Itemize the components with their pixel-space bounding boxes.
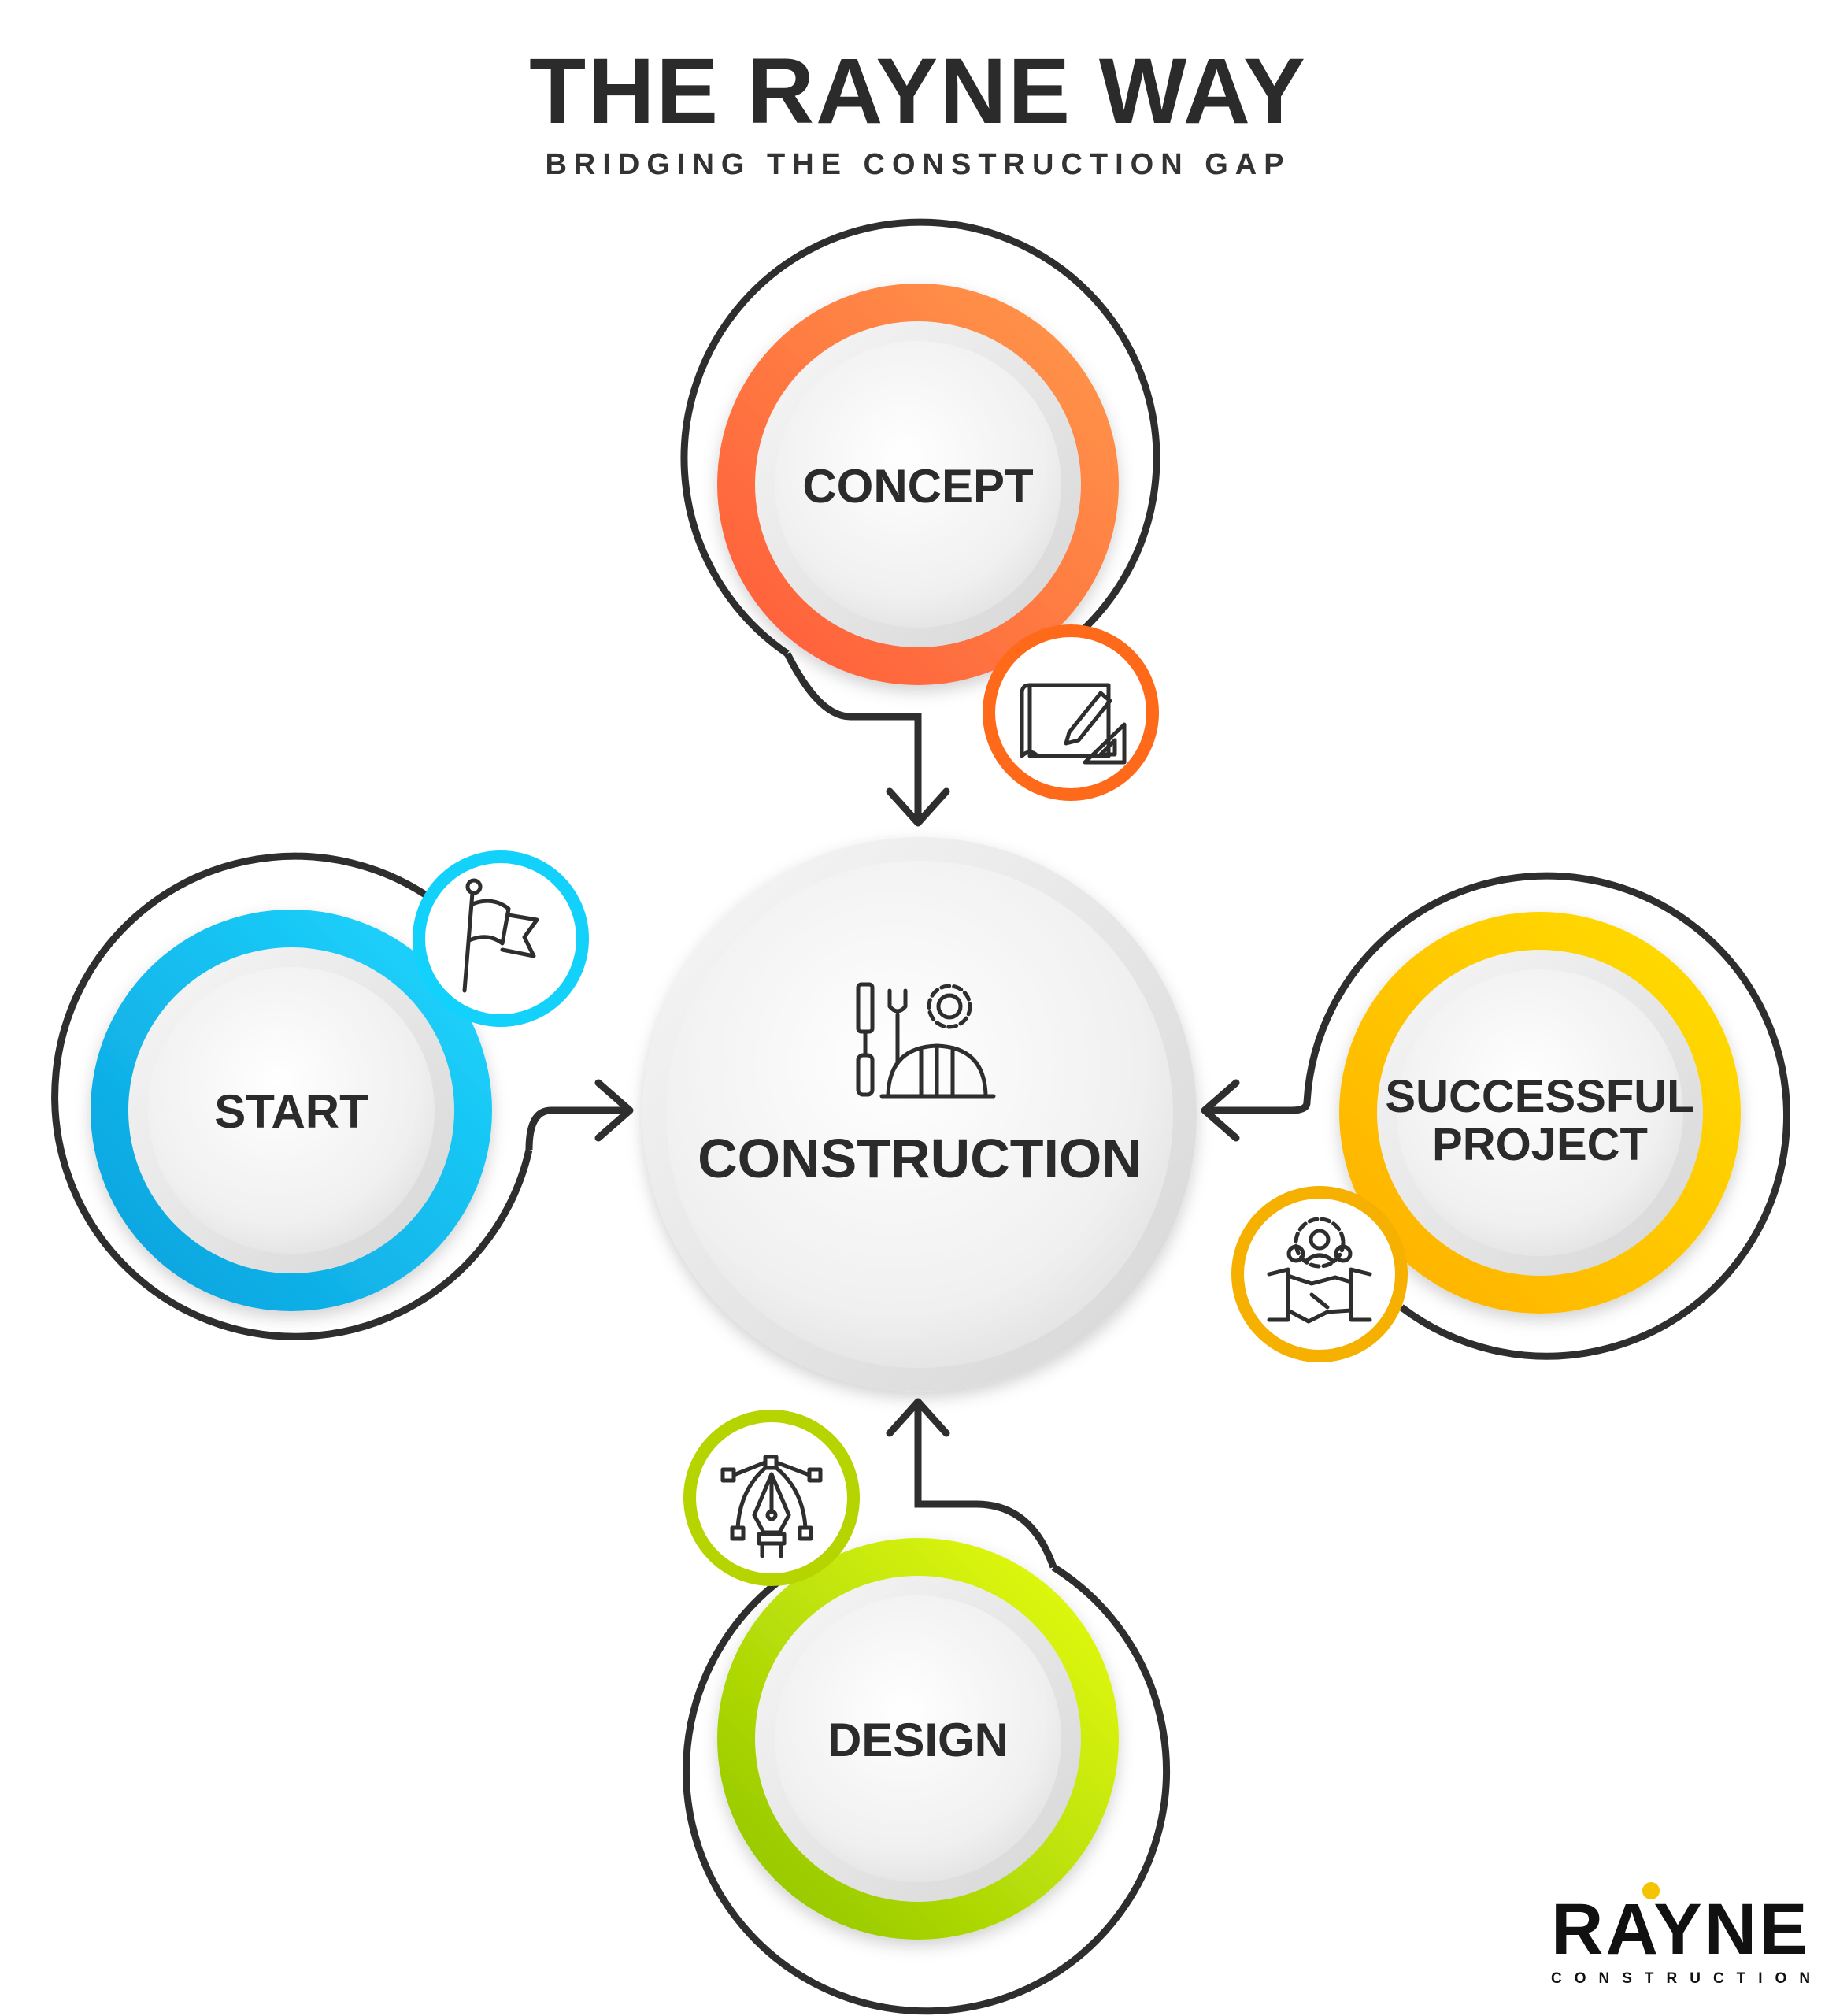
node-label-line: CONCEPT xyxy=(802,460,1033,513)
node-concept: CONCEPT xyxy=(717,284,1119,685)
connector-successful xyxy=(1201,872,1791,1360)
badge-successful-project xyxy=(1231,1186,1408,1362)
connector-design xyxy=(683,1398,1170,2015)
flag-icon xyxy=(462,878,539,993)
connector-concept xyxy=(680,218,1160,827)
center-node-construction: CONSTRUCTION xyxy=(642,837,1197,1392)
handshake-team-gear-icon xyxy=(1267,1217,1372,1324)
construction-tools-helmet-icon xyxy=(856,982,996,1099)
logo-word: RAYNE xyxy=(1551,1889,1810,1970)
node-label-line: DESIGN xyxy=(827,1714,1009,1766)
badge-start xyxy=(413,850,589,1027)
node-design: DESIGN xyxy=(717,1538,1119,1940)
node-design-label: DESIGN xyxy=(827,1714,1009,1766)
badge-concept xyxy=(983,624,1159,801)
center-label: CONSTRUCTION xyxy=(698,1128,1142,1189)
pen-tool-bezier-icon xyxy=(720,1455,823,1558)
logo-subtitle: CONSTRUCTION xyxy=(1551,1970,1823,1987)
node-label-line: SUCCESSFUL xyxy=(1385,1071,1694,1122)
rayne-logo: RAYNE CONSTRUCTION xyxy=(1551,1882,1823,1988)
node-label-line: START xyxy=(214,1085,368,1138)
node-concept-label: CONCEPT xyxy=(802,460,1033,513)
connector-start xyxy=(51,852,634,1340)
page-subtitle: BRIDGING THE CONSTRUCTION GAP xyxy=(545,148,1291,181)
node-start-label: START xyxy=(214,1085,368,1138)
page-title: THE RAYNE WAY xyxy=(529,39,1307,143)
node-label-line: PROJECT xyxy=(1432,1119,1648,1170)
logo-accent-dot xyxy=(1642,1882,1660,1899)
badge-design xyxy=(683,1410,860,1586)
node-start: START xyxy=(91,910,492,1311)
blueprint-pencil-icon xyxy=(1020,683,1127,765)
